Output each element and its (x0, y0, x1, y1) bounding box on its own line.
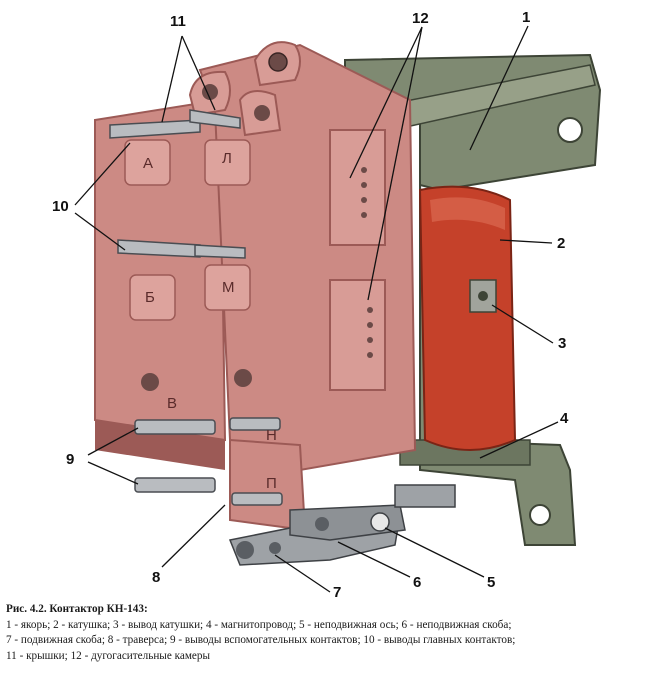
contactor-illustration: А Л Б М В Н П 1 2 3 4 5 6 7 8 9 10 (52, 9, 602, 600)
chamber-letter: В (167, 395, 177, 412)
callout-8: 8 (152, 569, 160, 586)
caption-line: 1 - якорь; 2 - катушка; 3 - вывод катушк… (6, 618, 512, 631)
caption-line: 11 - крышки; 12 - дугогасительные камеры (6, 649, 210, 662)
caption-title: Рис. 4.2. Контактор КН-143: (6, 603, 148, 615)
chamber-letter: Л (222, 150, 232, 167)
callout-12: 12 (412, 10, 429, 27)
callout-4: 4 (560, 410, 569, 427)
chamber-letter: М (222, 279, 235, 296)
chamber-letter: Б (145, 289, 155, 306)
leader-lines (74, 25, 559, 593)
chamber-letter: П (266, 475, 277, 492)
figure-caption: Рис. 4.2. Контактор КН-143: 1 - якорь; 2… (6, 602, 651, 664)
arc-chute-housing (94, 41, 417, 532)
callout-6: 6 (413, 574, 421, 591)
fixed-bracket (289, 484, 456, 541)
coil (418, 185, 517, 451)
callout-7: 7 (333, 584, 341, 600)
chamber-letter: Н (266, 427, 277, 444)
chamber-letters: А Л Б М В Н П (143, 150, 277, 492)
callout-3: 3 (558, 335, 566, 352)
callout-2: 2 (557, 235, 565, 252)
callout-1: 1 (522, 9, 530, 26)
contact-terminals (109, 109, 283, 506)
callout-numbers: 1 2 3 4 5 6 7 8 9 10 11 12 (52, 9, 569, 600)
callout-10: 10 (52, 198, 69, 215)
chamber-letter: А (143, 155, 153, 172)
caption-line: 7 - подвижная скоба; 8 - траверса; 9 - в… (6, 634, 516, 646)
callout-11: 11 (170, 13, 186, 30)
callout-9: 9 (66, 451, 74, 468)
callout-5: 5 (487, 574, 495, 591)
